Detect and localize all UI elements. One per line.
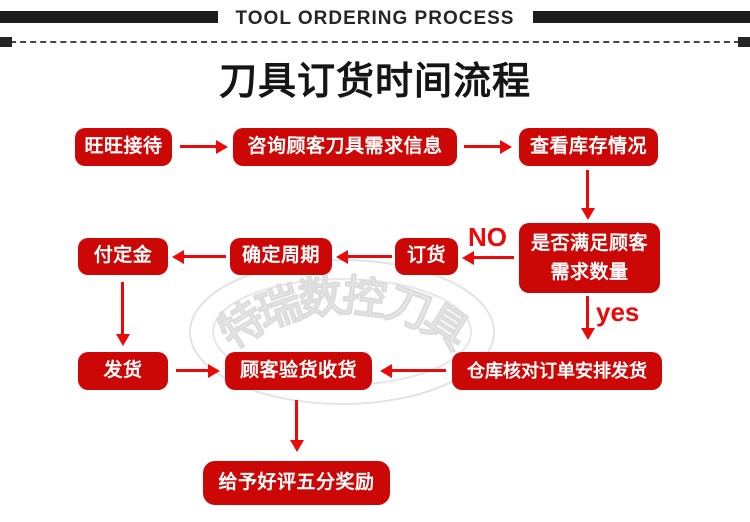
flow-node-wangwang-reception: 旺旺接待 bbox=[75, 128, 172, 166]
flow-node-confirm-cycle: 确定周期 bbox=[230, 238, 332, 275]
flow-node-satisfy-line1: 是否满足顾客 bbox=[530, 232, 648, 254]
dashed-divider-end-right bbox=[738, 37, 750, 47]
page-title: 刀具订货时间流程 bbox=[218, 61, 531, 103]
arrow-wangwang-to-consult bbox=[180, 139, 228, 154]
arrow-satisfy-to-order-no bbox=[462, 250, 514, 265]
arrow-warehouse-to-inspect bbox=[380, 363, 446, 378]
flow-node-praise-reward: 给予好评五分奖励 bbox=[203, 461, 390, 505]
flow-node-pay-deposit: 付定金 bbox=[78, 238, 168, 275]
dashed-divider-end-left bbox=[0, 37, 12, 47]
flow-node-ship: 发货 bbox=[78, 352, 168, 390]
branch-label-yes: yes bbox=[596, 297, 640, 327]
arrow-cycle-to-deposit bbox=[172, 249, 226, 264]
arrow-consult-to-checkstock bbox=[464, 139, 512, 154]
arrow-satisfy-to-warehouse-yes bbox=[580, 296, 595, 340]
header-bar-left bbox=[0, 11, 218, 23]
arrow-inspect-to-praise bbox=[289, 400, 304, 452]
flow-node-order: 订货 bbox=[395, 238, 458, 275]
flow-node-satisfy-line2: 需求数量 bbox=[550, 262, 629, 283]
flow-node-check-stock: 查看库存情况 bbox=[519, 128, 658, 166]
flow-node-customer-inspect: 顾客验货收货 bbox=[225, 352, 372, 390]
arrow-ship-to-inspect bbox=[176, 363, 220, 378]
flow-node-warehouse-arrange: 仓库核对订单安排发货 bbox=[452, 352, 662, 390]
arrow-order-to-cycle bbox=[336, 249, 392, 264]
flow-node-consult-demand: 咨询顾客刀具需求信息 bbox=[233, 128, 457, 166]
header-bar-right bbox=[533, 11, 750, 23]
arrow-checkstock-to-satisfy bbox=[580, 170, 595, 220]
dashed-divider bbox=[0, 41, 750, 43]
flow-node-satisfy-demand: 是否满足顾客 需求数量 bbox=[519, 223, 660, 293]
branch-label-no: NO bbox=[468, 222, 507, 252]
arrow-deposit-to-ship bbox=[115, 282, 130, 346]
header-eyebrow: TOOL ORDERING PROCESS bbox=[235, 8, 515, 29]
